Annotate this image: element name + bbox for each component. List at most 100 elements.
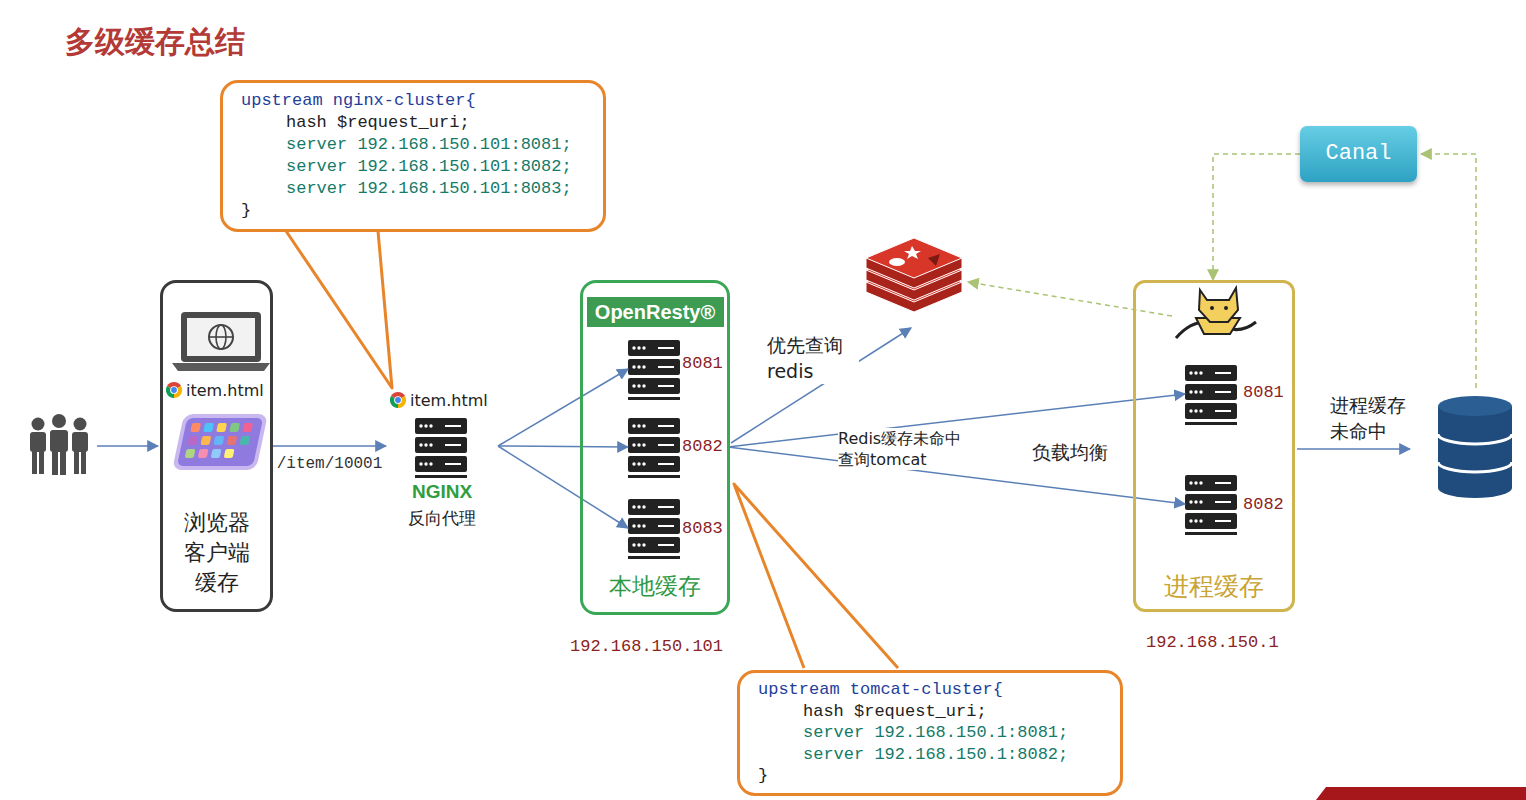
server-icon: [1185, 365, 1237, 425]
note-label: Redis缓存未命中 查询tomcat: [838, 428, 990, 470]
code-line: hash $request_uri;: [803, 701, 1104, 723]
phone-icon: [242, 423, 253, 432]
phone-icon: [216, 423, 227, 432]
phone-icon: [203, 423, 214, 432]
laptop-icon: [172, 312, 270, 371]
code-line: upstream tomcat-cluster{: [758, 679, 1104, 701]
server-icon: [628, 340, 680, 400]
server-icon: [628, 418, 680, 478]
connector: [273, 445, 386, 447]
phone-icon: [185, 449, 196, 458]
code-callout: upstream tomcat-cluster{hash $request_ur…: [737, 670, 1123, 796]
redis-icon: [904, 246, 921, 259]
tomcat-icon: [1224, 306, 1228, 310]
redis-icon: [866, 238, 962, 278]
node-text: 进程缓存: [1136, 571, 1292, 602]
tomcat-icon: [1176, 288, 1256, 338]
connector: [498, 446, 628, 447]
code-line: }: [758, 765, 1104, 787]
phone-icon: [198, 449, 209, 458]
connector: [498, 369, 628, 446]
redis-icon: [889, 258, 905, 266]
callout-tail: [734, 484, 898, 668]
users-icon: [52, 450, 58, 475]
phone-icon: [200, 436, 211, 445]
note-label: 负载均衡: [1032, 440, 1108, 464]
database-icon: [1438, 462, 1512, 472]
laptop-icon: [181, 312, 261, 362]
code-line: server 192.168.150.1:8082;: [803, 744, 1104, 766]
database-icon: [1438, 396, 1512, 498]
sync-arrow: [1421, 154, 1476, 388]
code-line: hash $request_uri;: [286, 112, 587, 134]
server-instance: 8081: [628, 340, 728, 398]
ip-address: 192.168.150.1: [1146, 632, 1279, 653]
code-line: upstream nginx-cluster{: [241, 90, 587, 112]
connector: [498, 446, 628, 528]
server-icon: [628, 499, 680, 559]
code-line: server 192.168.150.1:8081;: [803, 722, 1104, 744]
nginx-node: item.htmlNGINX 反向代理: [386, 388, 498, 530]
code-line: server 192.168.150.101:8082;: [286, 156, 587, 178]
callout-tail: [286, 231, 898, 668]
code-line: }: [241, 200, 587, 222]
laptop-icon: [209, 325, 233, 349]
node-text: 本地缓存: [583, 572, 727, 601]
node-text: OpenResty®: [587, 297, 724, 327]
node-text: 8081: [682, 353, 723, 374]
laptop-icon: [187, 318, 255, 356]
openresty-box: OpenResty® 本地缓存 8081 8082 8083: [580, 280, 730, 615]
ip-address: 192.168.150.101: [570, 636, 723, 657]
chrome-icon: [390, 392, 406, 408]
node-text: 8081: [1243, 382, 1284, 403]
canal-box: Canal: [1300, 126, 1417, 182]
browser-client-box: item.html 浏览器 客户端 缓存: [160, 280, 273, 612]
phone-icon: [172, 414, 268, 470]
phone-icon: [172, 414, 268, 470]
redis-icon: [928, 254, 940, 266]
node-text: 8082: [682, 436, 723, 457]
note-label: 进程缓存 未命中: [1330, 392, 1418, 444]
tomcat-icon: [1210, 306, 1214, 310]
phone-icon: [226, 436, 237, 445]
server-instance: 8081: [1185, 365, 1287, 423]
phone-icon: [239, 436, 250, 445]
node-text: 反向代理: [386, 508, 498, 529]
node-text: item.html: [410, 391, 488, 411]
node-text: 8083: [682, 518, 723, 539]
users-icon: [74, 418, 87, 431]
node-text: 浏览器 客户端 缓存: [179, 508, 255, 598]
flow-arrow: [97, 445, 158, 447]
node-text: item.html: [186, 381, 264, 401]
page-title: 多级缓存总结: [65, 22, 245, 63]
redis-icon: [866, 238, 962, 312]
server-instance: 8082: [628, 418, 728, 476]
server-instance: 8082: [1185, 475, 1287, 533]
users-icon: [72, 432, 88, 452]
users-icon: [60, 450, 66, 475]
node-text: 8082: [1243, 494, 1284, 515]
phone-icon: [213, 436, 224, 445]
tomcat-icon: [1199, 288, 1238, 322]
server-icon: [1185, 475, 1237, 535]
database-icon: [1438, 406, 1512, 498]
users-icon: [32, 450, 37, 474]
phone-icon: [229, 423, 240, 432]
flow-arrow: [1297, 448, 1410, 450]
users-icon: [32, 418, 45, 431]
phone-icon: [190, 423, 201, 432]
server-icon: [415, 418, 467, 478]
edge-label: /item/10001: [277, 454, 383, 474]
flow-arrow: [731, 328, 911, 443]
users-icon: [52, 414, 66, 428]
phone-icon: [211, 449, 222, 458]
node-text: Canal: [1300, 140, 1417, 168]
users-icon: [39, 450, 44, 474]
connector: [1213, 154, 1300, 280]
sync-arrow: [968, 282, 1172, 316]
code-line: server 192.168.150.101:8081;: [286, 134, 587, 156]
node-text: NGINX: [386, 480, 498, 504]
users-icon: [50, 430, 68, 452]
corner-bar: [1316, 787, 1526, 800]
